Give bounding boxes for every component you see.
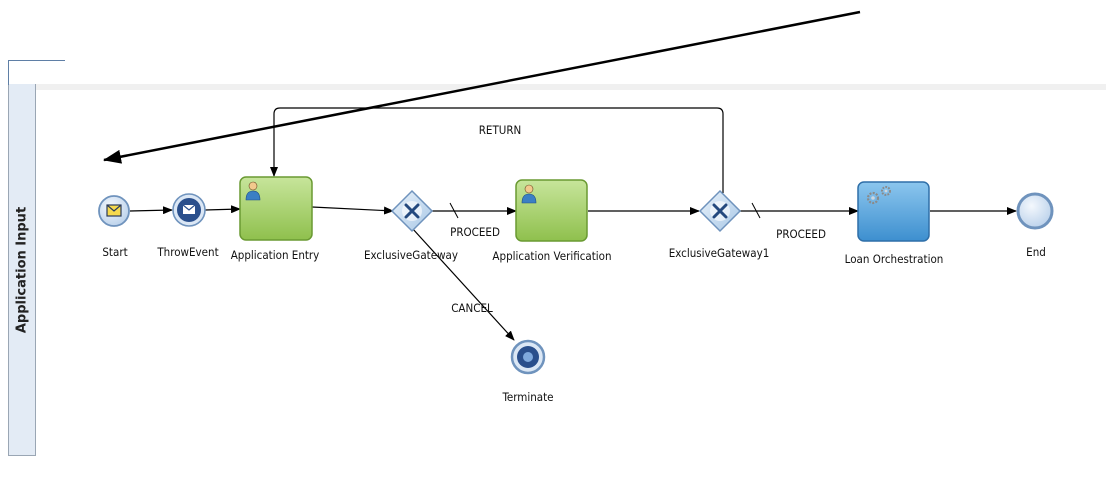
annotation-arrow [103,10,861,164]
flow-start-throwevent[interactable] [129,206,173,215]
application-verification-task[interactable] [515,179,588,242]
application-entry-label: Application Entry [231,248,320,262]
throw-event[interactable] [172,193,206,227]
loan-orchestration-label: Loan Orchestration [845,252,944,266]
start-label: Start [102,245,127,259]
exclusive-gateway-label: ExclusiveGateway [364,248,458,262]
envelope-icon [106,204,122,217]
lane-corner-border [8,60,65,85]
envelope-filled-icon [182,204,196,214]
flow-proceed2-slash [751,202,761,219]
canvas-top-band [36,84,1106,90]
exclusive-gateway-1[interactable] [698,189,742,233]
user-task-icon [521,184,537,204]
gears-icon [866,186,891,205]
x-gateway-icon [404,203,420,219]
flow-gateway-terminate[interactable] [411,227,515,341]
flow-entry-gateway[interactable] [311,206,394,215]
exclusive-gateway-1-label: ExclusiveGateway1 [669,246,770,260]
swimlane-header [8,84,36,456]
user-task-icon [245,181,261,201]
application-verification-label: Application Verification [492,249,611,263]
terminate-event[interactable] [510,339,546,375]
exclusive-gateway[interactable] [390,189,434,233]
cancel-flow-label: CANCEL [451,301,493,315]
return-flow-label: RETURN [479,123,522,137]
end-event[interactable] [1016,192,1054,230]
start-event[interactable] [98,195,130,227]
throw-event-label: ThrowEvent [156,245,218,259]
flow-throwevent-entry[interactable] [204,205,241,214]
application-entry-task[interactable] [239,176,313,241]
terminate-label: Terminate [501,390,553,404]
proceed-flow-label-1: PROCEED [450,225,500,239]
loan-orchestration-task[interactable] [857,181,930,242]
flow-proceed1-slash [449,202,459,219]
proceed-flow-label-2: PROCEED [776,227,826,241]
end-label: End [1026,245,1046,259]
x-gateway-icon [712,203,728,219]
flow-return[interactable] [270,107,724,193]
